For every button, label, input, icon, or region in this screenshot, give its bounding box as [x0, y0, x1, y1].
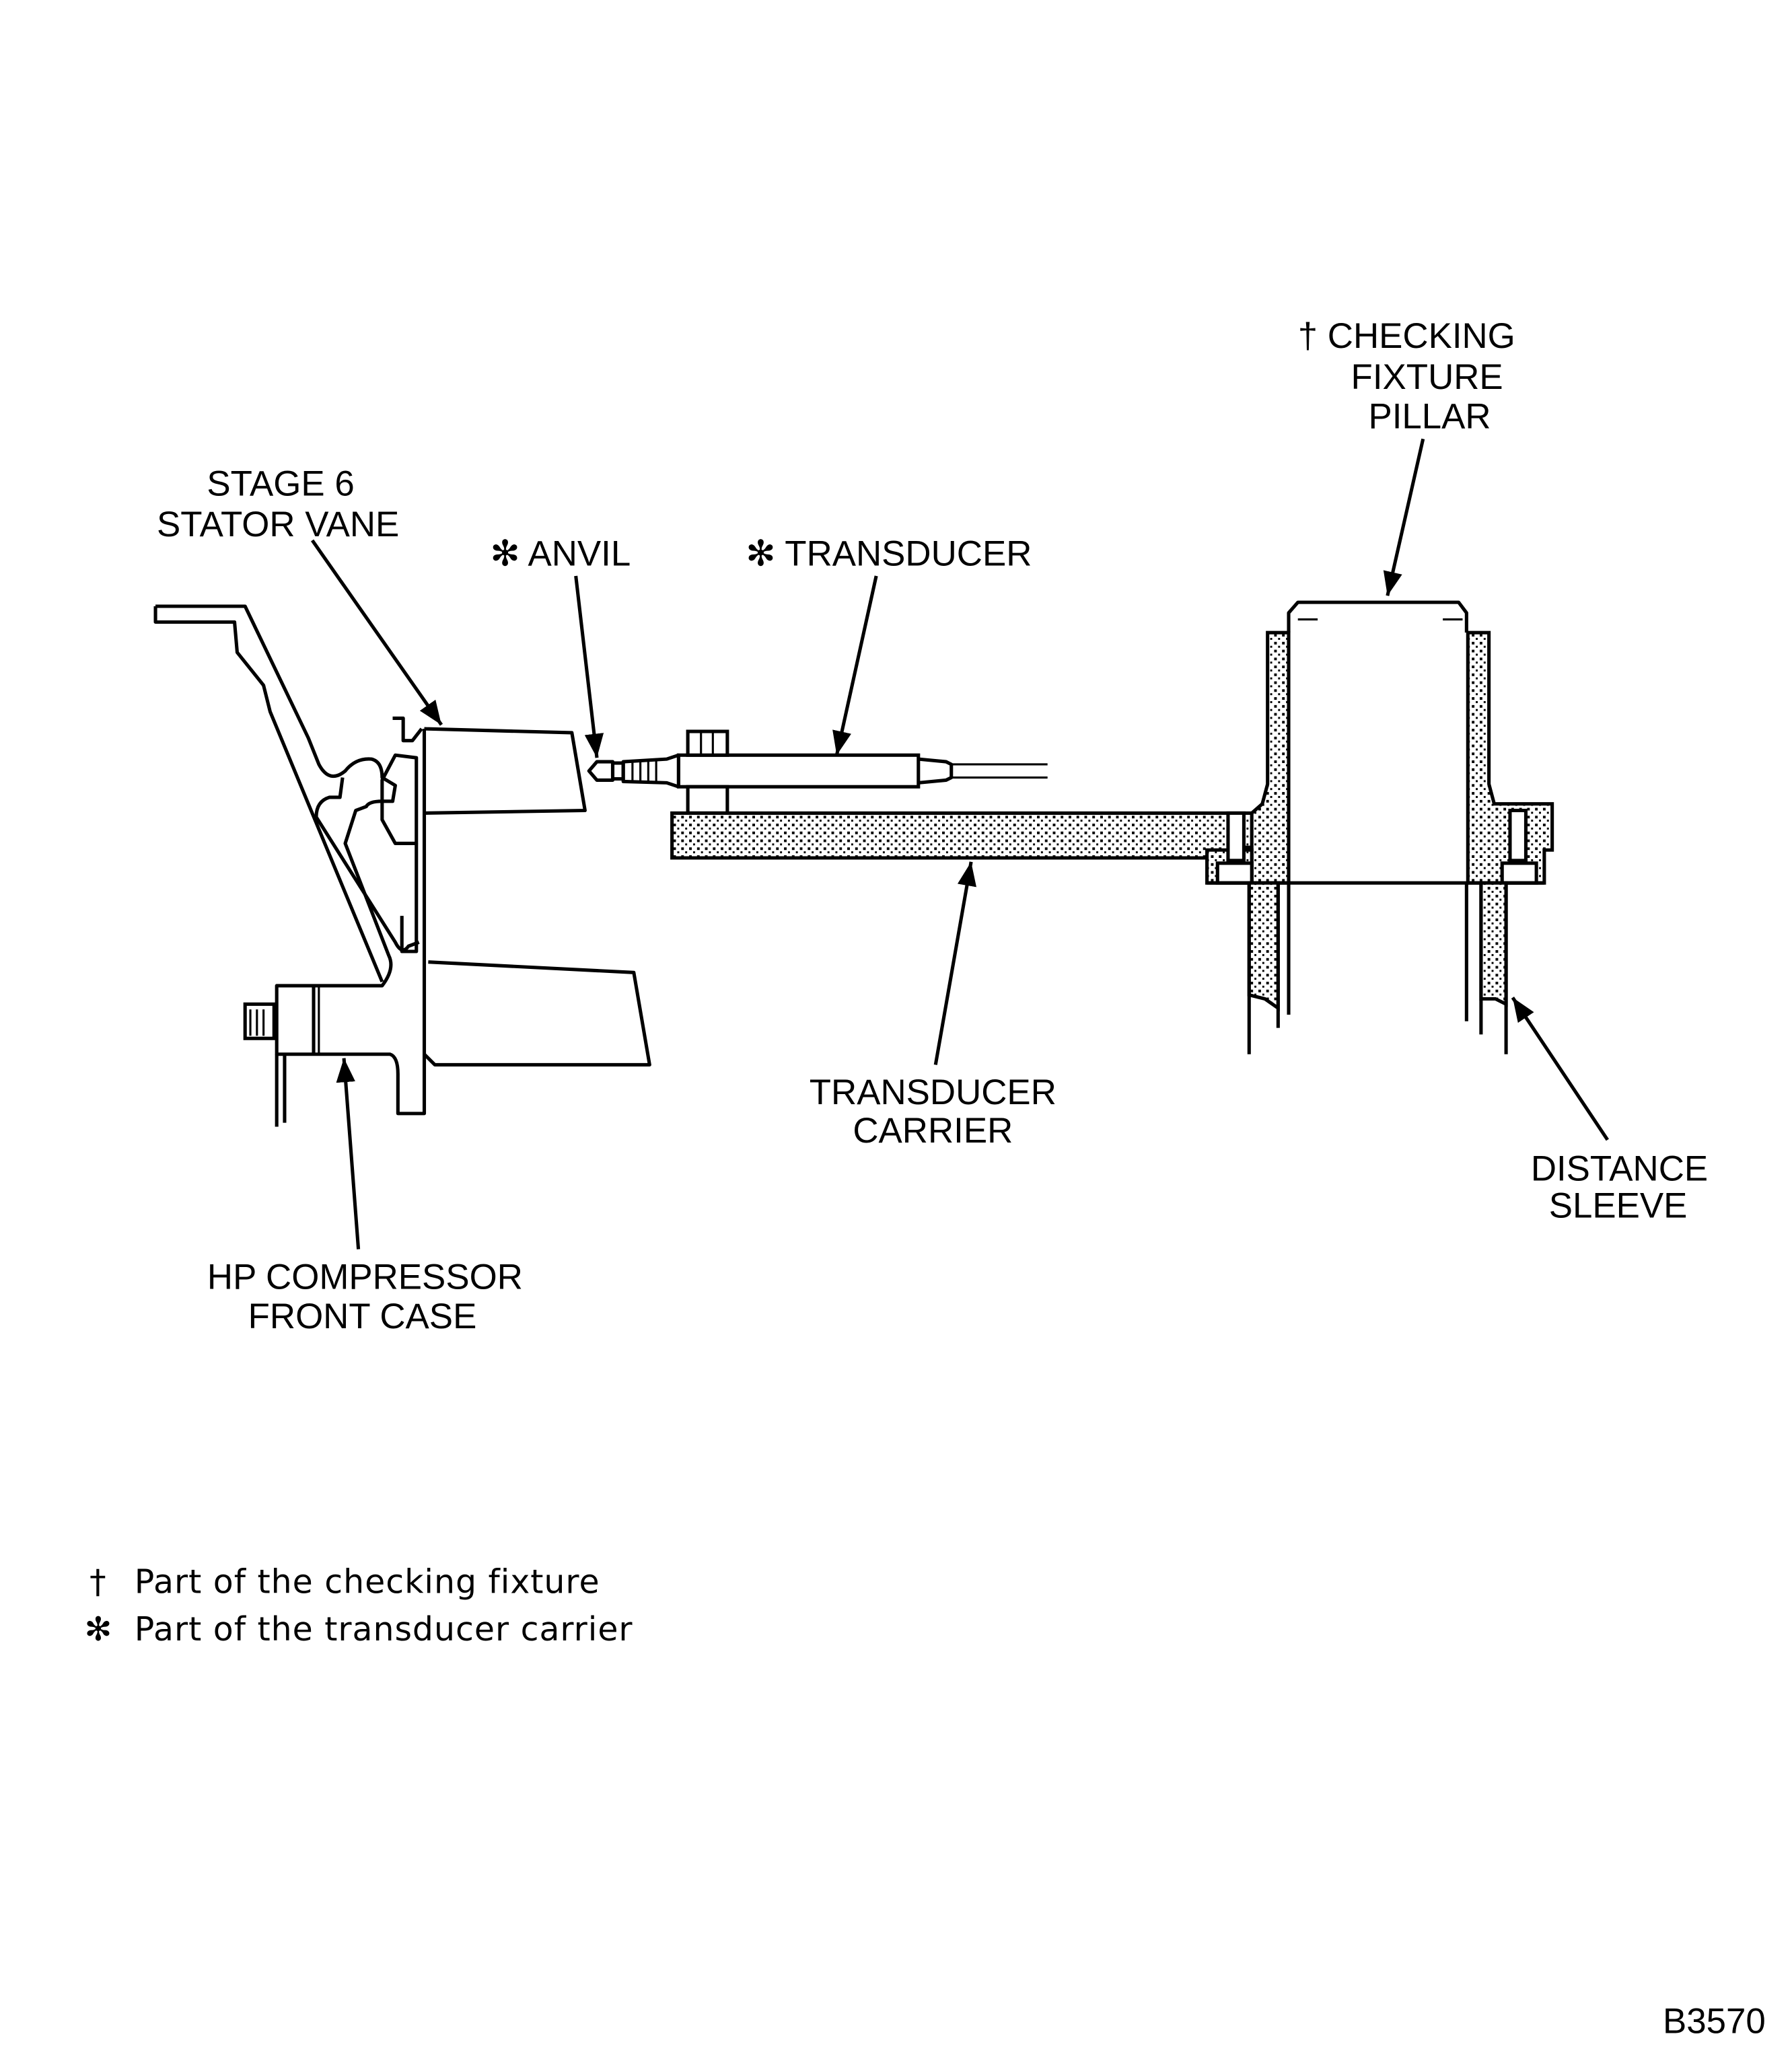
stage-6-stator-vane: [424, 727, 587, 815]
anvil-arrow: [574, 575, 604, 758]
label-stage6-line2: STATOR VANE: [157, 505, 399, 544]
legend-symbol-asterisk: ✻: [84, 1610, 112, 1649]
legend: † Part of the checking fixture ✻ Part of…: [84, 1563, 633, 1649]
label-carrier-line1: TRANSDUCER: [810, 1073, 1056, 1112]
label-case-line1: HP COMPRESSOR: [207, 1257, 523, 1297]
hp-compressor-front-case: [153, 604, 427, 1127]
legend-text-carrier: Part of the transducer carrier: [135, 1610, 633, 1649]
label-sleeve-line2: SLEEVE: [1549, 1186, 1688, 1226]
transducer-carrier: [670, 811, 1264, 860]
carrier-arrow: [933, 861, 976, 1065]
label-pillar-line2: FIXTURE: [1351, 357, 1503, 397]
label-anvil: ✻ ANVIL: [490, 534, 631, 573]
label-stage6-line1: STAGE 6: [207, 464, 354, 504]
label-pillar-line3: PILLAR: [1368, 397, 1491, 437]
label-carrier-line2: CARRIER: [853, 1111, 1013, 1151]
checking-fixture-pillar: [1205, 600, 1554, 885]
legend-text-fixture: Part of the checking fixture: [135, 1563, 600, 1601]
legend-symbol-dagger: †: [89, 1563, 106, 1601]
distance-sleeve: [1247, 881, 1508, 1054]
pillar-arrow: [1383, 438, 1425, 596]
lower-stator-vane: [423, 960, 651, 1066]
figure-id: B3570: [1663, 2002, 1766, 2041]
label-case-line2: FRONT CASE: [248, 1297, 477, 1336]
transducer: [587, 729, 1048, 815]
transducer-arrow: [832, 575, 878, 756]
label-transducer: ✻ TRANSDUCER: [746, 534, 1032, 573]
stator-vane-arrow: [310, 539, 443, 726]
label-pillar-line1: † CHECKING: [1298, 316, 1515, 356]
label-sleeve-line1: DISTANCE: [1531, 1149, 1708, 1189]
sleeve-arrow: [1511, 997, 1609, 1141]
front-case-arrow: [336, 1058, 361, 1250]
